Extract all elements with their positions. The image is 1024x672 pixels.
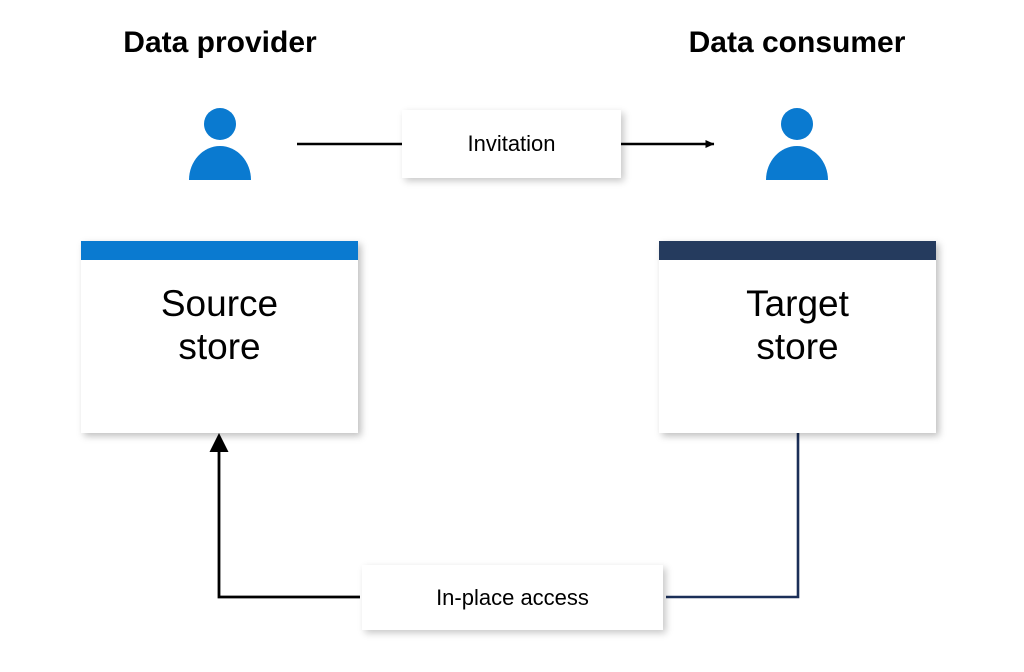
person-body-icon [766, 146, 828, 180]
source-store-header-bar [81, 241, 358, 260]
invitation-label-text: Invitation [467, 131, 556, 156]
in-place-access-connector-black [217, 447, 360, 599]
in-place-access-connector-navy [666, 433, 800, 599]
page-title-data-provider: Data provider [123, 26, 317, 59]
target-store-label: Target store [746, 283, 849, 367]
target-store-header-bar [659, 241, 936, 260]
source-store-label: Source store [160, 283, 279, 367]
person-head-icon [781, 108, 813, 140]
person-icon-data-consumer [766, 108, 828, 182]
target-store-box: Target store [659, 241, 936, 433]
page-title-data-consumer: Data consumer [688, 26, 906, 59]
person-head-icon [204, 108, 236, 140]
in-place-access-label-box: In-place access [362, 565, 663, 630]
source-store-box: Source store [81, 241, 358, 433]
person-icon-data-provider [189, 108, 251, 182]
in-place-access-label-text: In-place access [436, 584, 589, 610]
in-place-access-arrowhead [209, 433, 229, 452]
invitation-label-box: Invitation [402, 110, 621, 178]
person-body-icon [189, 146, 251, 180]
